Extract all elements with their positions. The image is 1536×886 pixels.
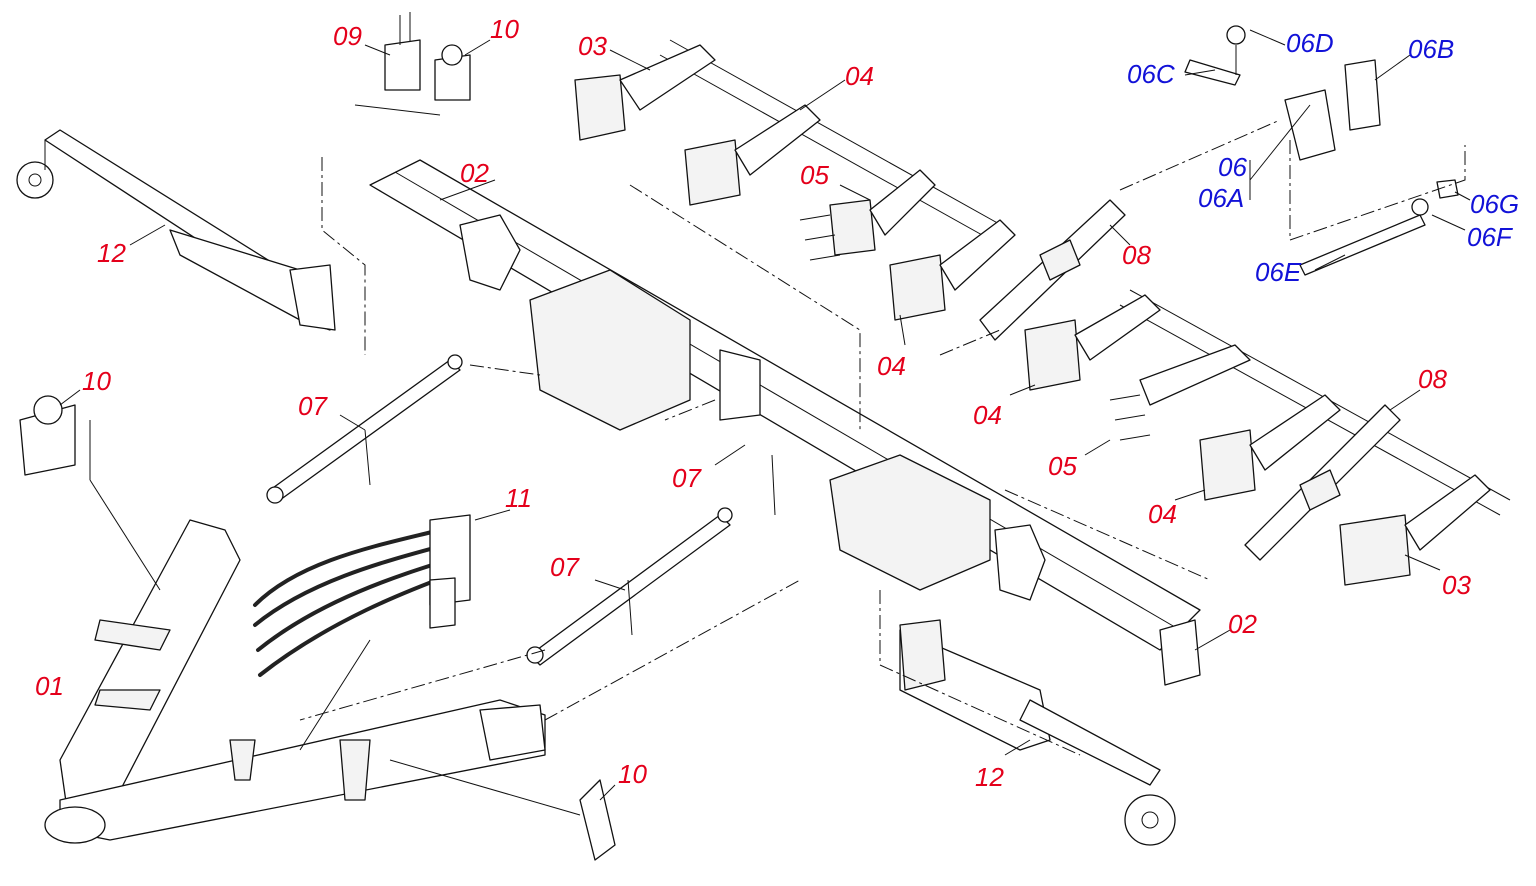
label-06: 06: [1218, 152, 1247, 182]
label-07-bottom: 07: [550, 552, 580, 582]
marker-arm-left: [16, 129, 336, 331]
label-12-left: 12: [97, 238, 126, 268]
label-04-c: 04: [973, 400, 1002, 430]
label-10-top: 10: [490, 14, 519, 44]
label-08-right: 08: [1418, 364, 1447, 394]
drawbar-frame: [44, 519, 546, 844]
label-01: 01: [35, 671, 64, 701]
label-09: 09: [333, 21, 362, 51]
label-06G: 06G: [1470, 189, 1519, 219]
label-10-bottom: 10: [618, 759, 647, 789]
label-06C: 06C: [1127, 59, 1175, 89]
label-10-left: 10: [82, 366, 111, 396]
label-04-d: 04: [1148, 499, 1177, 529]
label-06A: 06A: [1198, 183, 1244, 213]
label-04-b: 04: [877, 351, 906, 381]
label-11: 11: [505, 483, 532, 513]
label-05-bottom: 05: [1048, 451, 1077, 481]
label-06F: 06F: [1467, 222, 1514, 252]
label-02-top: 02: [460, 158, 489, 188]
label-07-left: 07: [298, 391, 328, 421]
label-05-top: 05: [800, 160, 829, 190]
label-06B: 06B: [1408, 34, 1454, 64]
label-06E: 06E: [1255, 257, 1302, 287]
label-08-top: 08: [1122, 240, 1151, 270]
label-04-a: 04: [845, 61, 874, 91]
marker-arm-right: [899, 619, 1176, 846]
part-labels: 01 02 02 03 03 04 04 04 04 05 05 06 06A …: [35, 14, 1519, 792]
label-03-top: 03: [578, 31, 607, 61]
leader-lines: [59, 29, 1471, 801]
row-unit-group-top: [574, 39, 1016, 321]
label-12-right: 12: [975, 762, 1004, 792]
main-beam: [369, 159, 1201, 686]
label-06D: 06D: [1286, 28, 1334, 58]
hydraulic-cylinders: [979, 199, 1401, 561]
hydraulic-hoses: [253, 514, 471, 677]
assembly-lines: [89, 104, 1466, 816]
small-parts: [19, 12, 1459, 861]
label-02-bottom: 02: [1228, 609, 1257, 639]
label-07-center: 07: [672, 463, 702, 493]
row-unit-group-right: [1024, 289, 1511, 586]
label-03-bottom: 03: [1442, 570, 1471, 600]
